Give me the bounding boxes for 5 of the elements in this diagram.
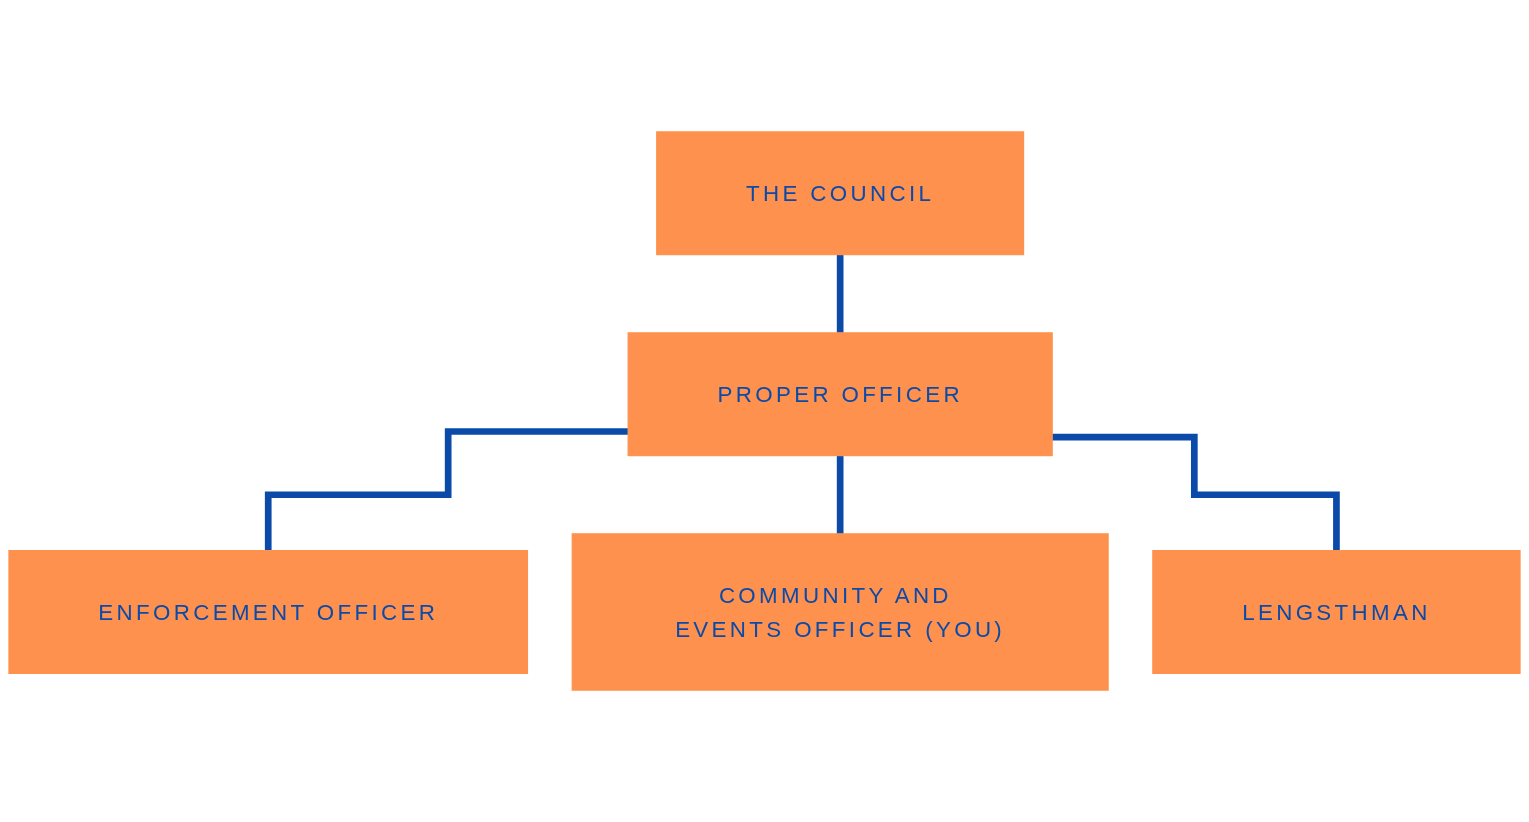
- node-box: ENFORCEMENT OFFICER: [8, 550, 529, 674]
- node-box: LENGSTHMAN: [1152, 550, 1521, 674]
- node-box: PROPER OFFICER: [627, 332, 1053, 457]
- node-box: COMMUNITY AND EVENTS OFFICER (YOU): [571, 533, 1109, 691]
- node-box: THE COUNCIL: [656, 131, 1025, 256]
